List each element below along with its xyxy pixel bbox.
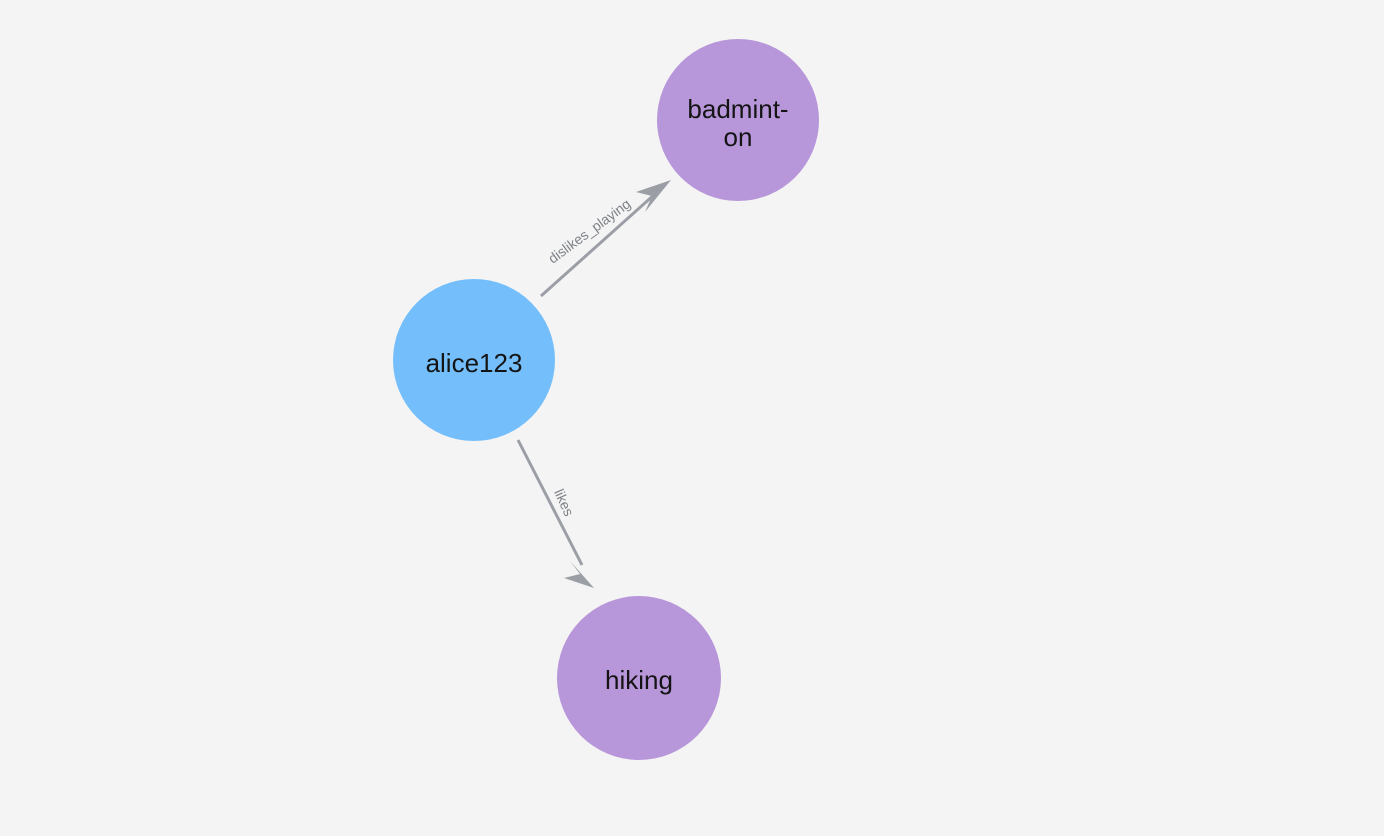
node-hiking[interactable]: hiking [557, 596, 721, 760]
edge-likes[interactable]: likes [516, 439, 594, 588]
edge-dislikes-playing[interactable]: dislikes_playing [539, 180, 671, 298]
arrowhead-dislikes-playing [636, 180, 671, 212]
arrowhead-likes [564, 561, 594, 588]
node-circle-hiking[interactable] [557, 596, 721, 760]
node-layer: badmint- on alice123 hiking [393, 39, 819, 760]
node-circle-badminton[interactable] [657, 39, 819, 201]
edge-label-dislikes-playing: dislikes_playing [545, 195, 633, 266]
edge-line-dislikes-playing [539, 192, 657, 298]
node-circle-alice123[interactable] [393, 279, 555, 441]
node-badminton[interactable]: badmint- on [657, 39, 819, 201]
node-alice123[interactable]: alice123 [393, 279, 555, 441]
edge-line-likes [516, 439, 584, 566]
